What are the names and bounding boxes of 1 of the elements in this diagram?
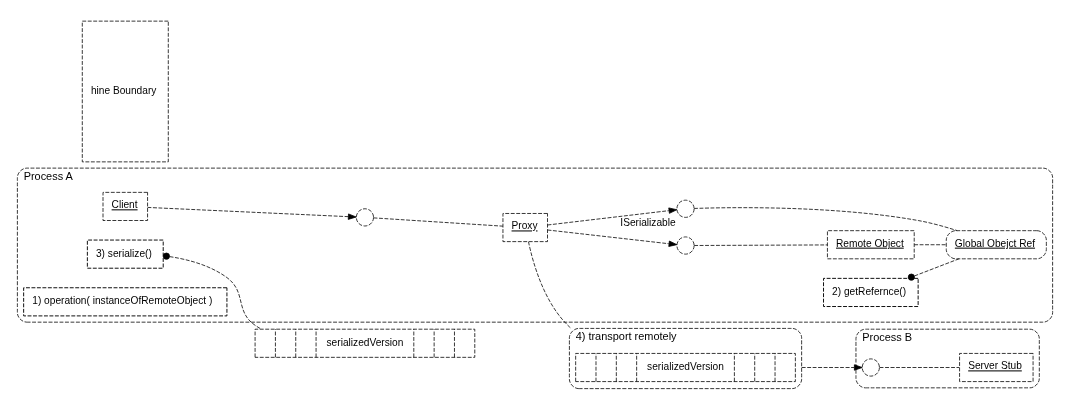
node-label: ISerializable: [620, 216, 676, 228]
